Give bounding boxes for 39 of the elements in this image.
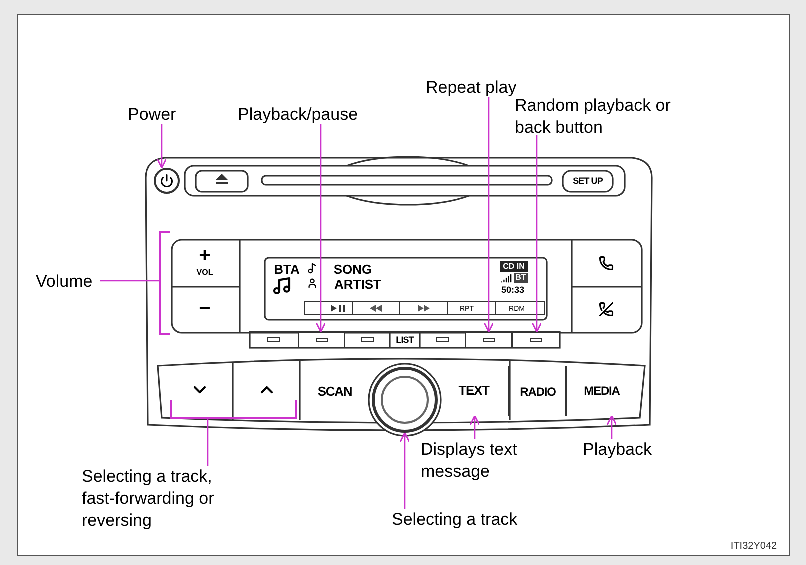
plus-sign: + bbox=[198, 246, 212, 266]
display-text: ARTIST bbox=[334, 277, 382, 291]
minus-sign: − bbox=[198, 298, 212, 320]
leader-arrow bbox=[400, 432, 410, 509]
soft-key-button bbox=[298, 332, 345, 348]
bracket bbox=[159, 231, 170, 335]
button-label: RADIO bbox=[519, 384, 557, 401]
callout-text: Power bbox=[128, 104, 198, 124]
figure-code: ITI32Y042 bbox=[730, 541, 778, 553]
display-text: SONG bbox=[332, 262, 374, 276]
leader-arrow bbox=[470, 415, 480, 439]
text-button: TEXT bbox=[440, 366, 510, 416]
status-badge: BT bbox=[514, 273, 528, 283]
callout-text: Random playback or back button bbox=[515, 95, 705, 135]
leader-arrow bbox=[484, 97, 494, 333]
button-label: SCAN bbox=[316, 383, 354, 402]
leader-arrow bbox=[316, 124, 326, 333]
callout-text: Playback/pause bbox=[238, 104, 398, 124]
callout-text: Repeat play bbox=[426, 77, 551, 97]
leader-arrow bbox=[606, 415, 618, 439]
leader-arrow bbox=[532, 135, 542, 333]
status-badge: CD IN bbox=[500, 261, 528, 272]
soft-key-button bbox=[512, 332, 560, 348]
callout-text: Volume bbox=[36, 271, 100, 291]
leader-line bbox=[100, 280, 159, 282]
display-text: BTA bbox=[273, 262, 301, 276]
media-button: MEDIA bbox=[565, 366, 637, 416]
button-label: SET UP bbox=[572, 174, 604, 188]
soft-key-button bbox=[465, 332, 512, 348]
button-label: LIST bbox=[395, 334, 416, 346]
leader-arrow bbox=[156, 124, 168, 169]
callout-text: Playback bbox=[583, 439, 663, 459]
display-text: 50:33 bbox=[500, 285, 526, 295]
callout-text: Displays text message bbox=[421, 439, 553, 483]
callout-text: Selecting a track bbox=[392, 509, 562, 529]
leader-line bbox=[207, 419, 209, 466]
button-label: VOL bbox=[196, 268, 214, 278]
callout-text: Selecting a track, fast-forwarding or reversing bbox=[82, 466, 242, 532]
bracket bbox=[170, 400, 297, 419]
